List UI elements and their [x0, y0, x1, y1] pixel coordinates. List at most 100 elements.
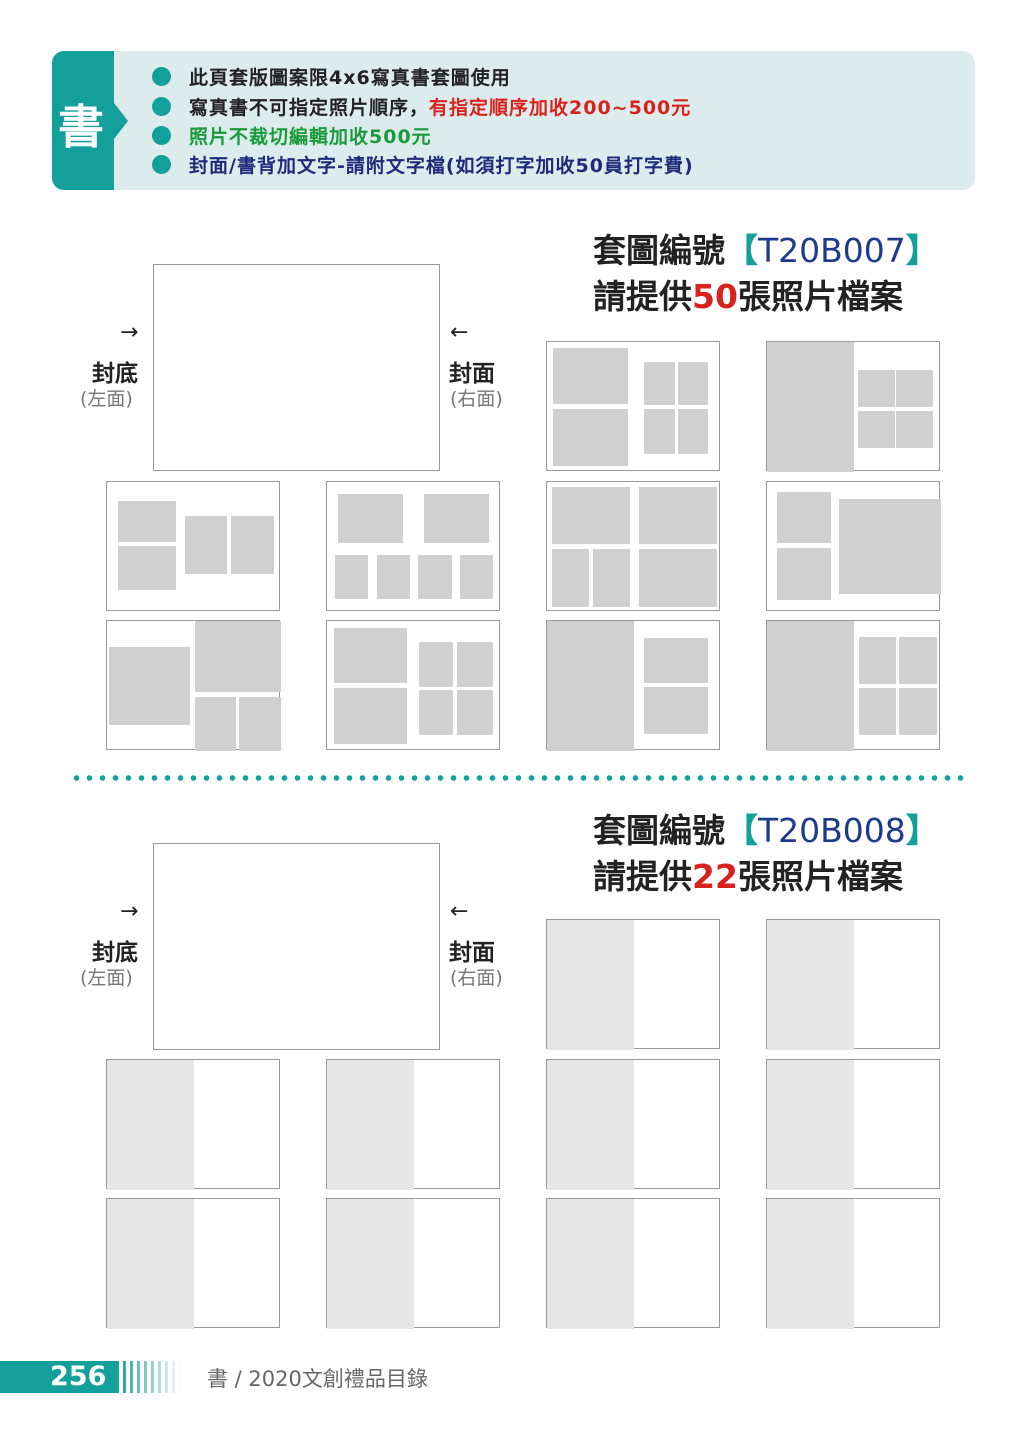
photo-slot — [419, 690, 453, 735]
note-1: 此頁套版圖案限4x6寫真書套圖使用 — [152, 63, 511, 90]
photo-slot — [154, 391, 200, 453]
photo-slot — [858, 411, 895, 448]
photo-slot — [109, 647, 190, 725]
photo-slot — [678, 362, 708, 405]
photo-slot — [231, 516, 274, 574]
page-layout — [326, 620, 500, 750]
arrow-right-icon: → — [120, 320, 139, 345]
photo-slot — [239, 697, 281, 751]
template-2-title: 套圖編號【T20B008】 — [593, 811, 939, 850]
back-cover-sublabel: (左面) — [80, 967, 133, 989]
photo-slot — [553, 409, 628, 466]
footer-bar — [0, 1361, 116, 1393]
photo-slot — [767, 1199, 854, 1329]
footer-stripes — [116, 1361, 182, 1393]
front-cover-label: 封面 — [449, 940, 495, 966]
back-cover-label: 封底 — [92, 361, 138, 387]
page-layout — [546, 620, 720, 751]
bullet-icon — [152, 126, 171, 145]
photo-slot — [678, 409, 708, 454]
photo-slot — [547, 1199, 634, 1329]
page-layout — [546, 1059, 720, 1190]
photo-slot — [899, 637, 937, 684]
note-3: 照片不裁切編輯加收500元 — [152, 122, 432, 149]
photo-slot — [327, 1060, 414, 1190]
photo-slot — [118, 546, 176, 590]
template-1-title: 套圖編號【T20B007】 — [593, 231, 939, 270]
photo-slot — [639, 549, 717, 607]
template-code: T20B007 — [758, 231, 906, 270]
photo-slot — [334, 628, 407, 683]
photo-slot — [327, 1199, 414, 1329]
page-layout — [106, 620, 281, 751]
photo-slot — [644, 409, 675, 454]
photo-slot — [424, 494, 489, 543]
photo-slot — [859, 637, 896, 684]
photo-slot — [419, 642, 453, 687]
photo-slot — [896, 411, 933, 448]
photo-slot — [185, 516, 227, 574]
photo-slot — [899, 688, 937, 735]
page-layout — [766, 919, 940, 1050]
photo-slot — [460, 555, 493, 599]
photo-slot — [547, 1060, 634, 1190]
page-layout — [766, 620, 940, 751]
page-layout — [326, 481, 500, 611]
photo-slot — [195, 697, 236, 751]
photo-slot — [547, 920, 634, 1050]
template-1-photo-count: 請提供50張照片檔案 — [593, 277, 903, 316]
photo-slot — [154, 844, 272, 1016]
cover-layout — [153, 264, 440, 471]
page-layout — [106, 1198, 280, 1329]
photo-slot — [593, 549, 630, 607]
photo-slot — [858, 370, 895, 407]
page-layout — [766, 341, 940, 472]
category-tag: 書 — [52, 51, 114, 190]
photo-slot — [644, 362, 675, 405]
arrow-right-icon: → — [120, 899, 139, 924]
note-extra: 有指定順序加收200~500元 — [429, 97, 692, 119]
note-text: 寫真書不可指定照片順序， — [189, 97, 430, 119]
note-text: 此頁套版圖案限4x6寫真書套圖使用 — [189, 67, 511, 89]
front-cover-sublabel: (右面) — [450, 388, 503, 410]
page-layout — [766, 481, 941, 611]
photo-slot — [553, 348, 628, 404]
front-cover-sublabel: (右面) — [450, 967, 503, 989]
page-layout — [766, 1059, 940, 1190]
bullet-icon — [152, 67, 171, 86]
photo-slot — [195, 621, 281, 692]
arrow-left-icon: ← — [450, 320, 469, 345]
page-layout — [546, 481, 720, 611]
photo-slot — [777, 548, 831, 600]
photo-slot — [552, 549, 589, 607]
photo-slot — [107, 1060, 194, 1190]
photo-slot — [107, 1199, 194, 1329]
photo-slot — [767, 621, 854, 751]
photo-slot — [777, 492, 831, 543]
photo-slot — [639, 487, 717, 544]
photo-slot — [644, 638, 708, 683]
front-cover-label: 封面 — [449, 361, 495, 387]
back-cover-label: 封底 — [92, 940, 138, 966]
photo-slot — [547, 621, 634, 751]
category-tag-label: 書 — [58, 100, 104, 154]
photo-slot — [767, 342, 854, 472]
back-cover-sublabel: (左面) — [80, 388, 133, 410]
photo-slot — [338, 494, 403, 543]
page-layout — [106, 481, 280, 611]
dotted-divider — [70, 775, 965, 781]
notice-banner: 書 此頁套版圖案限4x6寫真書套圖使用 寫真書不可指定照片順序，有指定順序加收2… — [52, 51, 975, 190]
page-layout — [106, 1059, 280, 1190]
photo-slot — [457, 642, 493, 687]
template-code: T20B008 — [758, 811, 906, 850]
tag-arrow-icon — [114, 103, 128, 139]
photo-slot — [154, 328, 199, 391]
note-text: 封面/書背加文字-請附文字檔(如須打字加收50員打字費) — [189, 155, 694, 177]
note-2: 寫真書不可指定照片順序，有指定順序加收200~500元 — [152, 93, 691, 120]
photo-slot — [118, 501, 176, 542]
photo-slot — [552, 487, 630, 544]
bullet-icon — [152, 155, 171, 174]
cover-layout — [153, 843, 440, 1050]
page-layout — [766, 1198, 940, 1329]
photo-slot — [896, 370, 933, 407]
